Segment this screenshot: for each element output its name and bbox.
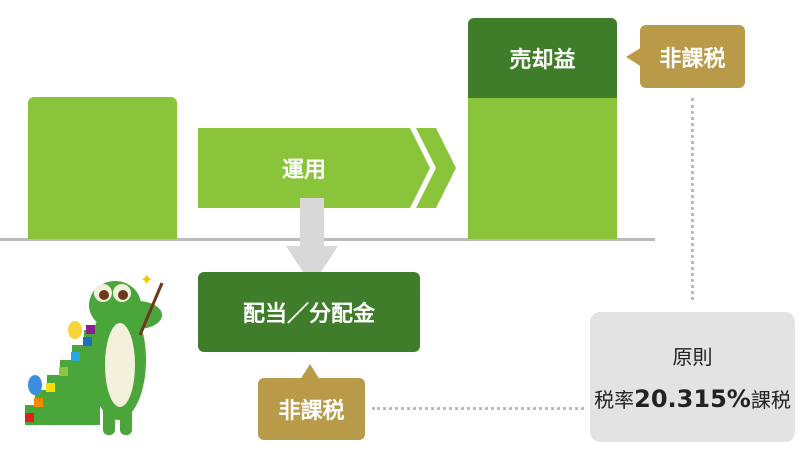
tax-free-badge-top: 非課税	[640, 25, 745, 88]
svg-text:✦: ✦	[140, 270, 153, 289]
down-arrow-icon	[286, 198, 338, 286]
taxation-box: 原則 税率20.315%課税	[590, 312, 795, 442]
operation-arrow	[198, 128, 456, 208]
operation-label: 運用	[281, 158, 326, 183]
baseline	[0, 238, 655, 241]
dotted-connector-horizontal	[372, 407, 584, 410]
tax-rate-suffix: 課税	[750, 388, 791, 412]
principle-label: 原則	[672, 345, 713, 369]
tax-rate-text: 税率20.315%課税	[594, 384, 791, 413]
mascot-crocodile-teacher: ✦	[25, 270, 164, 435]
dotted-connector-vertical	[691, 98, 694, 300]
tag-pointer-icon	[300, 364, 320, 380]
tag-pointer-icon	[626, 47, 642, 67]
sale-value-box: 売却益	[468, 18, 617, 239]
tax-rate-prefix: 税率	[594, 388, 635, 412]
capital-gain-label: 売却益	[468, 18, 617, 98]
dividend-box: 配当／分配金	[198, 272, 420, 352]
tax-free-badge-bottom: 非課税	[258, 378, 365, 440]
principal-box	[28, 97, 177, 239]
tax-rate-value: 20.315%	[634, 385, 751, 413]
